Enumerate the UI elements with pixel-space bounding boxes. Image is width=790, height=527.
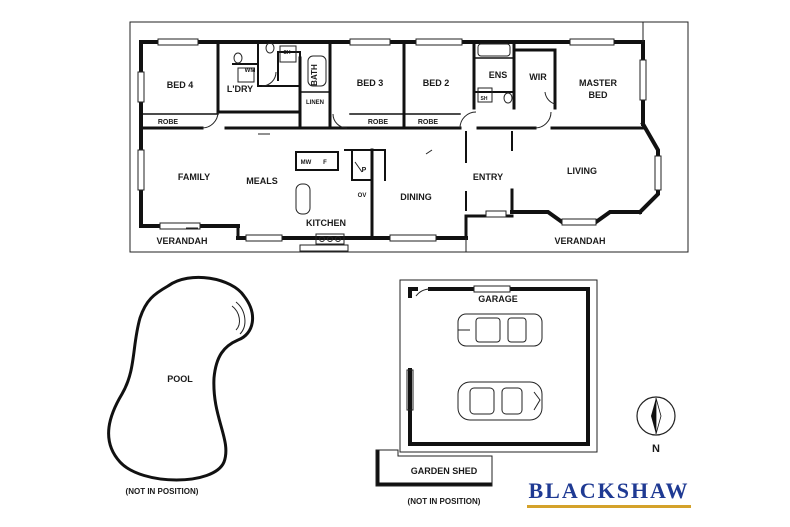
linen-label: LINEN [306, 100, 324, 106]
room-living-label: LIVING [567, 166, 597, 176]
toilet-icon [265, 42, 275, 54]
washing-machine-label: WM [245, 68, 256, 74]
brand-logo: BLACKSHAW [528, 478, 690, 503]
island-bench [295, 183, 311, 215]
room-bath-label: BATH [310, 64, 319, 86]
house-walls [139, 40, 660, 240]
compass: N [636, 396, 676, 455]
microwave-label: MW [301, 160, 312, 166]
pool-label: POOL [167, 374, 193, 384]
room-labels: BED 4 ROBE WM L'DRY SH BATH LINEN BED 3 … [156, 50, 617, 246]
garage-label: GARAGE [478, 294, 518, 304]
ensuite-shower-label: SH [481, 96, 488, 102]
room-meals-label: MEALS [246, 176, 278, 186]
shower-label: SH [284, 50, 291, 56]
north-label: N [652, 443, 660, 455]
room-bed2-label: BED 2 [423, 78, 450, 88]
room-verandah-left-label: VERANDAH [156, 236, 207, 246]
shower-icon [477, 87, 493, 103]
hatchback-car-icon [457, 381, 543, 421]
pool-position-note: (NOT IN POSITION) [126, 487, 199, 496]
vanity-icon [477, 43, 511, 57]
room-wir-label: WIR [529, 72, 547, 82]
room-ensuite-label: ENS [489, 70, 508, 80]
room-bed4-label: BED 4 [167, 80, 194, 90]
north-arrow-icon [651, 398, 656, 434]
oven-label: OV [358, 193, 367, 199]
robe-bed4-label: ROBE [158, 119, 179, 126]
sink-icon [315, 233, 345, 245]
fridge-label: F [323, 160, 327, 166]
robe-bed2-label: ROBE [418, 119, 439, 126]
brand-underline [527, 505, 691, 508]
laundry-tub-icon [237, 67, 255, 83]
room-master-label-1: MASTER [579, 78, 618, 88]
pantry-label: P [362, 167, 367, 174]
door-swings [201, 71, 556, 173]
robe-bed3-label: ROBE [368, 119, 389, 126]
verandah-outlines [129, 22, 689, 253]
pool: POOL (NOT IN POSITION) [107, 275, 254, 496]
room-kitchen-label: KITCHEN [306, 218, 346, 228]
room-verandah-right-label: VERANDAH [554, 236, 605, 246]
room-entry-label: ENTRY [473, 172, 503, 182]
windows [137, 38, 662, 252]
room-master-label-2: BED [588, 90, 608, 100]
garden-shed-label: GARDEN SHED [411, 466, 478, 476]
bathtub-icon [307, 55, 327, 87]
room-dining-label: DINING [400, 192, 432, 202]
toilet-icon [503, 92, 513, 104]
shower-icon [279, 45, 297, 63]
sedan-car-icon [457, 313, 543, 347]
fixtures [186, 42, 513, 245]
shed-position-note: (NOT IN POSITION) [408, 497, 481, 506]
garden-shed: GARDEN SHED (NOT IN POSITION) [375, 449, 493, 506]
garage: GARAGE [399, 279, 598, 453]
room-laundry-label: L'DRY [227, 84, 253, 94]
toilet-icon [233, 52, 243, 64]
room-bed3-label: BED 3 [357, 78, 384, 88]
room-family-label: FAMILY [178, 172, 210, 182]
